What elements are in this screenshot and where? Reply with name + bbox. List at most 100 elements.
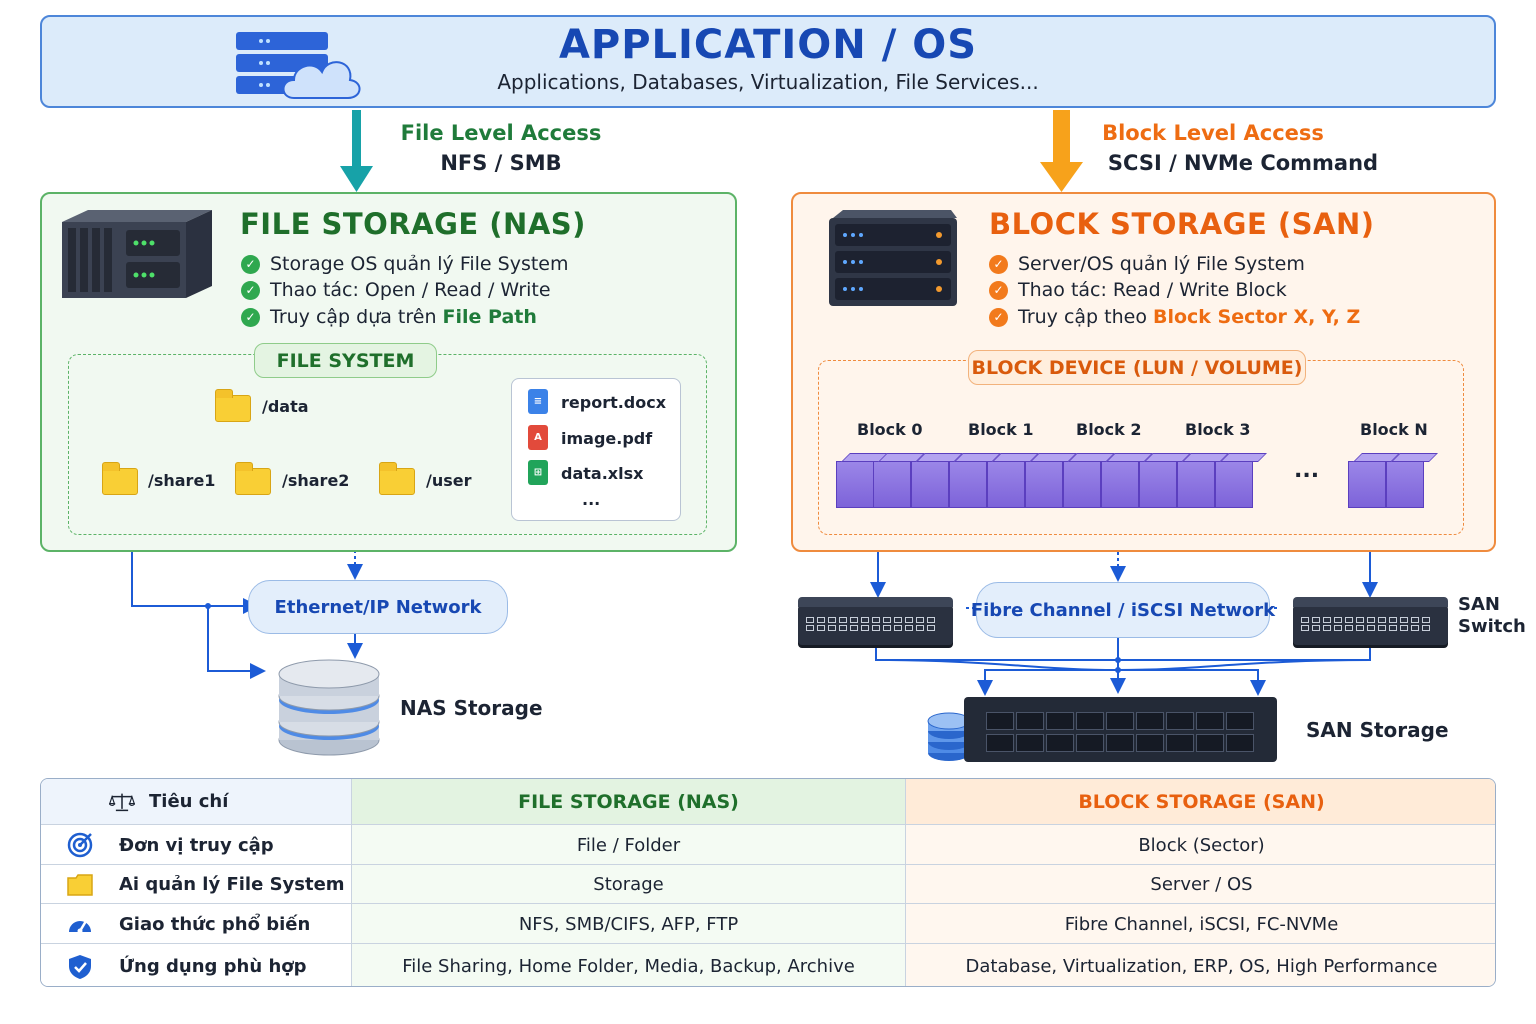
drive-bay	[1226, 734, 1254, 752]
san-storage-array	[964, 697, 1277, 762]
row-criterion-label: Đơn vị truy cập	[119, 834, 274, 856]
file-access-title: File Level Access	[400, 121, 602, 145]
switch-port	[894, 617, 902, 623]
pdf-file-icon: A	[528, 425, 548, 450]
san-bullet-2: ✓Thao tác: Read / Write Block	[989, 279, 1287, 301]
table-row: Ứng dụng phù hợp File Sharing, Home Fold…	[41, 943, 1495, 986]
drive-bay	[1226, 712, 1254, 730]
file-item-1: report.docx	[561, 393, 667, 412]
drive-bay	[1016, 712, 1044, 730]
file-item-2: image.pdf	[561, 429, 653, 448]
drive-bays	[986, 712, 1254, 752]
san-switch-right	[1293, 597, 1448, 645]
switch-port	[1378, 617, 1386, 623]
drive-bay	[1196, 734, 1224, 752]
file-list-more: ...	[582, 490, 601, 509]
shield-icon	[67, 954, 93, 980]
row-criterion: Đơn vị truy cập	[41, 825, 352, 865]
nas-bullet-1: ✓ Storage OS quản lý File System	[241, 253, 569, 275]
switch-port	[1367, 625, 1375, 631]
application-subtitle: Applications, Databases, Virtualization,…	[497, 70, 1039, 94]
switch-port	[1312, 625, 1320, 631]
table-row: Ai quản lý File System Storage Server / …	[41, 864, 1495, 904]
application-title: APPLICATION / OS	[558, 22, 978, 68]
switch-port	[850, 617, 858, 623]
drive-bay	[1166, 712, 1194, 730]
switch-port	[1411, 617, 1419, 623]
drive-bay	[1166, 734, 1194, 752]
block-cube	[949, 461, 987, 508]
server-cloud-icon	[236, 30, 361, 100]
row-criterion: Giao thức phổ biến	[41, 904, 352, 944]
switch-port	[916, 617, 924, 623]
row-nas-value: Storage	[352, 865, 906, 904]
drive-bay	[1076, 734, 1104, 752]
switch-port	[927, 617, 935, 623]
switch-port	[1422, 617, 1430, 623]
switch-port	[1389, 625, 1397, 631]
switch-port	[883, 617, 891, 623]
san-switch-left	[798, 597, 953, 645]
switch-port	[1367, 617, 1375, 623]
switch-port	[1356, 625, 1364, 631]
row-criterion-label: Ai quản lý File System	[119, 874, 345, 895]
target-icon	[67, 832, 93, 858]
switch-port	[817, 625, 825, 631]
switch-port	[1378, 625, 1386, 631]
switch-port	[1345, 625, 1353, 631]
nas-bullet-1-text: Storage OS quản lý File System	[270, 253, 569, 275]
row-criterion: Ai quản lý File System	[41, 865, 352, 904]
drive-bay	[1046, 734, 1074, 752]
scale-icon	[109, 789, 135, 815]
table-row: Giao thức phổ biến NFS, SMB/CIFS, AFP, F…	[41, 903, 1495, 944]
block-cube	[1386, 461, 1424, 508]
switch-port	[872, 625, 880, 631]
header-criteria: Tiêu chí	[41, 779, 352, 824]
drive-bay	[1106, 712, 1134, 730]
nas-bullet-2: ✓ Thao tác: Open / Read / Write	[241, 279, 551, 301]
switch-port	[916, 625, 924, 631]
check-icon: ✓	[241, 280, 260, 300]
row-nas-value: File / Folder	[352, 825, 906, 865]
drive-bay	[1106, 734, 1134, 752]
row-criterion: Ứng dụng phù hợp	[41, 944, 352, 986]
fibre-network-label: Fibre Channel / iSCSI Network	[970, 599, 1276, 621]
switch-port	[850, 625, 858, 631]
san-switch-label-line2: Switch	[1458, 616, 1526, 637]
block-cube	[1063, 461, 1101, 508]
block-ellipsis: ...	[1294, 458, 1320, 483]
header-criteria-label: Tiêu chí	[149, 791, 229, 812]
block-label-3: Block 3	[1185, 420, 1251, 439]
drive-bay	[1136, 712, 1164, 730]
folder-share2-label: /share2	[282, 471, 350, 490]
block-label-0: Block 0	[857, 420, 923, 439]
switch-port	[861, 617, 869, 623]
docx-file-icon: ≡	[528, 389, 548, 414]
san-bullet-3: ✓Truy cập theo Block Sector X, Y, Z	[989, 306, 1360, 328]
file-system-label: FILE SYSTEM	[254, 343, 437, 378]
table-row: Đơn vị truy cập File / Folder Block (Sec…	[41, 824, 1495, 865]
comparison-table: Tiêu chí FILE STORAGE (NAS) BLOCK STORAG…	[40, 778, 1496, 987]
check-icon: ✓	[989, 307, 1008, 327]
row-san-value: Fibre Channel, iSCSI, FC-NVMe	[906, 904, 1495, 944]
switch-port	[1345, 617, 1353, 623]
folder-icon	[101, 462, 138, 495]
san-bullet-3-text: Truy cập theo	[1018, 306, 1153, 328]
xlsx-file-icon: ⊞	[528, 460, 548, 485]
nas-bullet-2-text: Thao tác: Open / Read / Write	[270, 279, 551, 301]
switch-port	[1422, 625, 1430, 631]
san-bullet-1: ✓Server/OS quản lý File System	[989, 253, 1305, 275]
san-bullet-2-text: Thao tác: Read / Write Block	[1018, 279, 1287, 301]
nas-storage-icon	[278, 658, 380, 760]
block-cube	[1348, 461, 1386, 508]
fibre-network-cloud: Fibre Channel / iSCSI Network	[971, 582, 1275, 638]
switch-port	[828, 625, 836, 631]
header-nas: FILE STORAGE (NAS)	[352, 779, 906, 824]
switch-port	[806, 617, 814, 623]
folder-icon	[214, 389, 251, 422]
row-nas-value: NFS, SMB/CIFS, AFP, FTP	[352, 904, 906, 944]
database-icon	[927, 712, 971, 762]
block-device-label: BLOCK DEVICE (LUN / VOLUME)	[968, 350, 1306, 385]
block-cube	[1177, 461, 1215, 508]
check-icon: ✓	[241, 254, 260, 274]
